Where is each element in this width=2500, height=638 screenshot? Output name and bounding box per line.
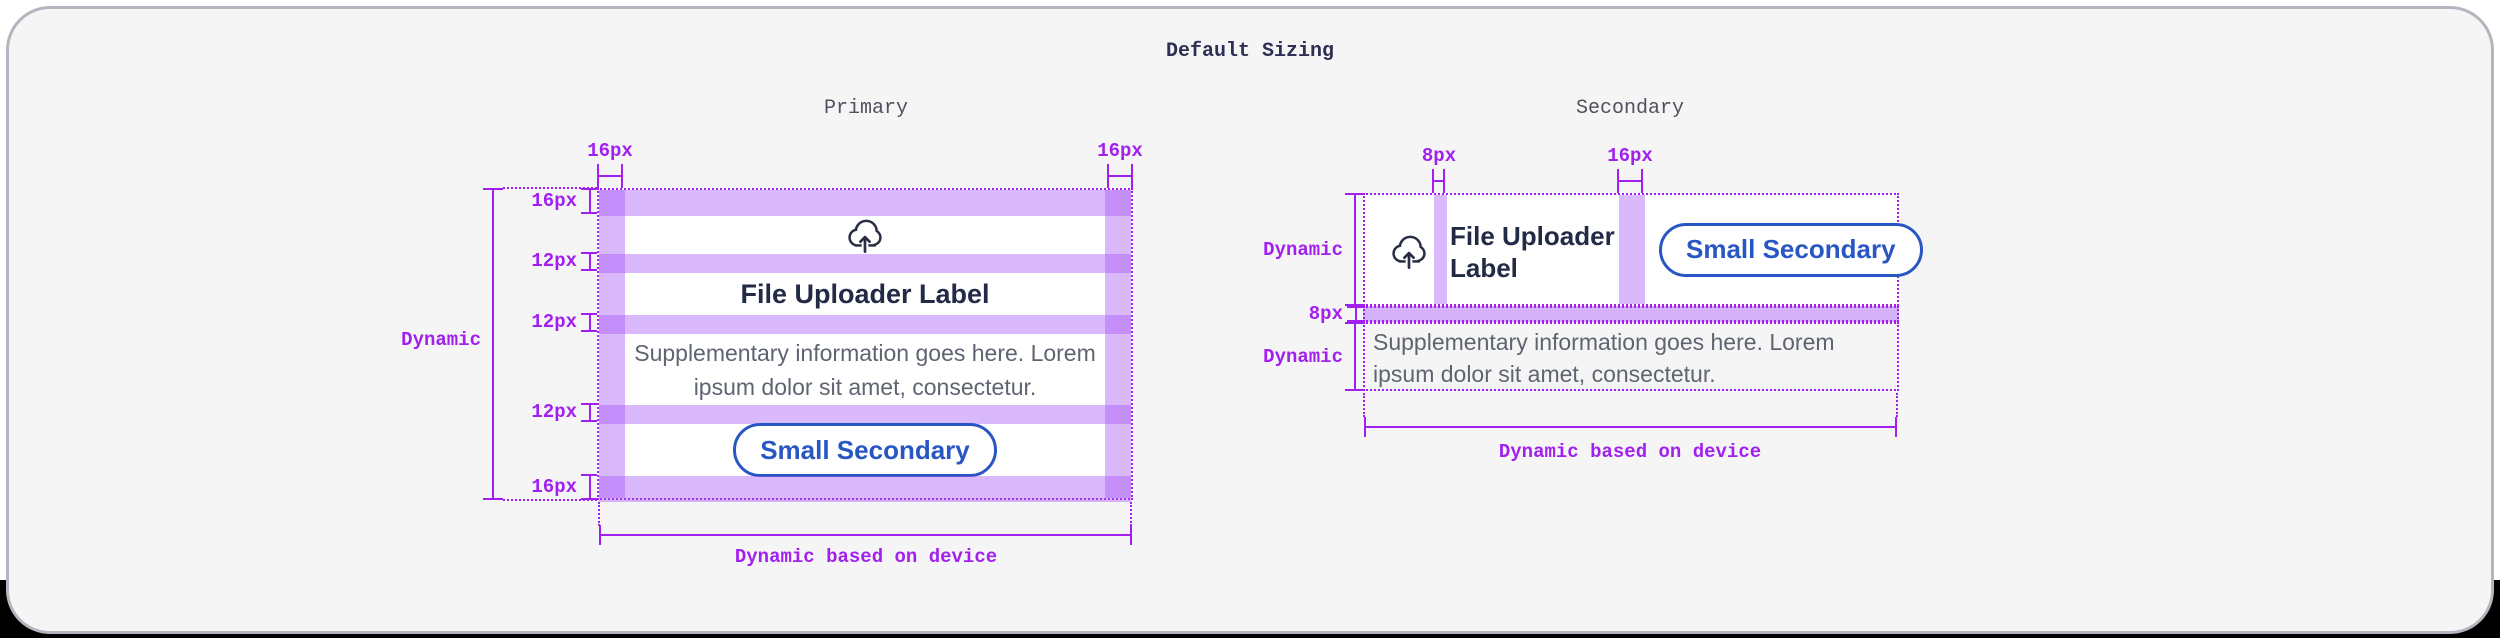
secondary-top-tick-8 [1432,169,1445,193]
padding-band [599,190,1131,216]
dotted-connector [598,502,600,526]
secondary-height-label: Dynamic [1263,239,1343,261]
primary-side-measurement: 16px [531,190,577,212]
primary-width-label: Dynamic based on device [734,546,998,568]
page-title: Default Sizing [1165,40,1335,63]
uploader-button-row: Small Secondary [599,423,1131,477]
primary-top-right-measurement: 16px [1097,140,1143,162]
padding-band [599,254,1131,273]
secondary-heading: Secondary [1575,97,1685,120]
small-secondary-button[interactable]: Small Secondary [733,423,997,477]
secondary-file-uploader: File Uploader Label Small Secondary [1363,193,1923,306]
primary-top-left-measurement: 16px [587,140,633,162]
primary-side-measurement: 12px [531,401,577,423]
secondary-top-tick-16 [1617,169,1643,193]
primary-top-left-tick [597,164,623,188]
dotted-connector [503,499,597,501]
uploader-supplementary-row: Supplementary information goes here. Lor… [599,334,1131,405]
primary-top-right-tick [1107,164,1133,188]
uploader-supplementary-text: Supplementary information goes here. Lor… [1373,329,1835,387]
primary-side-tick [581,252,599,271]
padding-band [599,315,1131,334]
secondary-top-measurement: 8px [1421,145,1457,167]
primary-side-tick [581,403,599,422]
dotted-connector [1896,393,1898,417]
primary-side-measurement: 16px [531,476,577,498]
primary-height-bracket [483,188,503,500]
dotted-connector [1363,393,1365,417]
uploader-supplementary-text: Supplementary information goes here. Lor… [634,339,1096,400]
secondary-supplementary-box: Supplementary information goes here. Lor… [1363,322,1899,391]
primary-file-uploader: File Uploader Label Supplementary inform… [597,188,1133,502]
small-secondary-button[interactable]: Small Secondary [1659,222,1923,277]
secondary-gap-tick [1347,306,1365,322]
padding-band [599,405,1131,424]
uploader-label: File Uploader Label [740,278,990,309]
dotted-connector [503,187,597,189]
secondary-width-bracket [1364,417,1897,437]
padding-band [599,476,1131,502]
secondary-gap-bar [1363,306,1899,322]
secondary-height-bracket [1345,193,1365,306]
uploader-label: File Uploader Label [1450,220,1615,283]
primary-height-label: Dynamic [401,329,481,351]
primary-side-tick [581,313,599,332]
primary-heading: Primary [823,97,908,120]
primary-width-bracket [599,525,1132,545]
primary-side-measurement: 12px [531,311,577,333]
gap-column-8 [1434,195,1447,304]
dotted-connector [1130,502,1132,526]
uploader-icon-row [599,216,1131,254]
gap-column-16 [1619,195,1645,304]
secondary-gap-measurement: 8px [1308,303,1343,325]
padding-column-right [1105,190,1131,498]
secondary-width-label: Dynamic based on device [1498,441,1762,463]
secondary-height-label: Dynamic [1263,346,1343,368]
cloud-upload-icon [1392,235,1426,269]
secondary-height-bracket [1345,322,1365,391]
cloud-upload-icon [848,219,882,254]
primary-side-measurement: 12px [531,250,577,272]
spec-background-card [6,6,2494,634]
secondary-top-measurement: 16px [1607,145,1653,167]
uploader-icon-wrap [1389,231,1429,271]
primary-side-tick [581,188,599,214]
padding-column-left [599,190,625,498]
